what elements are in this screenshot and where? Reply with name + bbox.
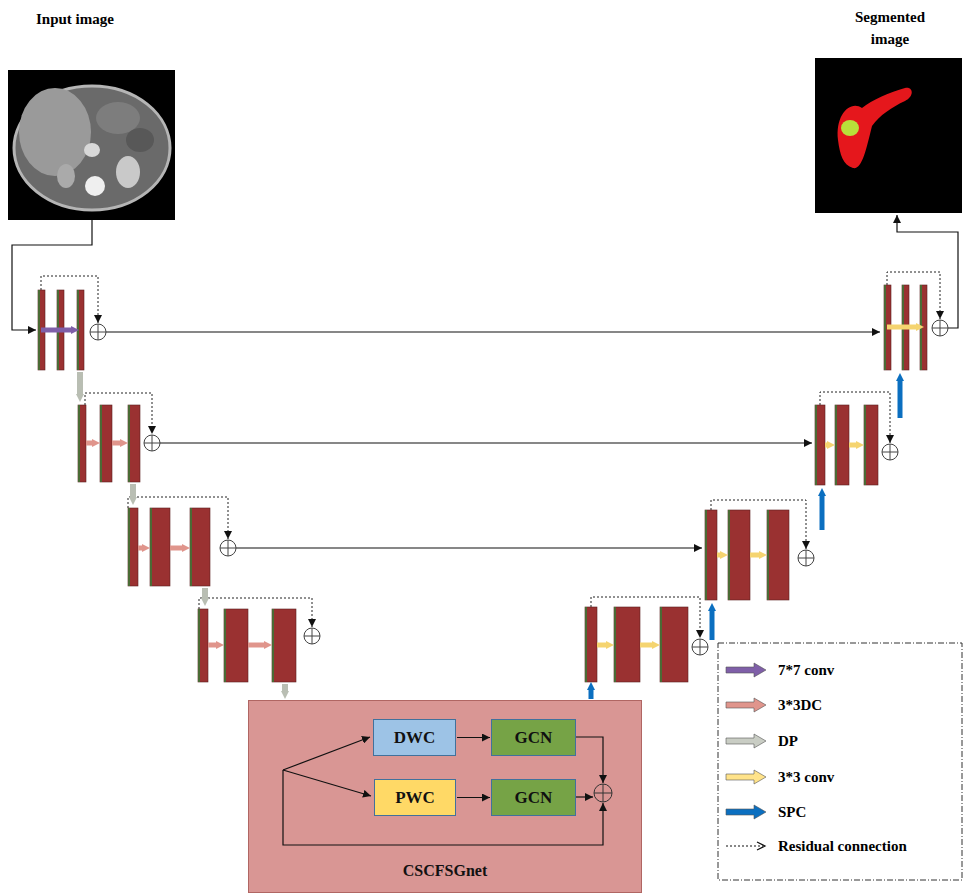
node-text: GCN (515, 788, 553, 808)
sum-symbols (90, 320, 948, 655)
segmentation-image (815, 58, 962, 213)
legend-swatch (726, 698, 766, 712)
legend-row: DP (724, 730, 798, 752)
legend-swatch (726, 805, 766, 819)
image-label: Input image (36, 8, 186, 30)
legend-sample (724, 769, 770, 785)
legend-sample (724, 733, 770, 749)
node-text: PWC (395, 788, 435, 808)
slab-edges (38, 285, 922, 682)
process-box: DWC (373, 719, 456, 756)
legend-frame (718, 643, 962, 880)
process-box: PWC (374, 779, 456, 816)
node-text: GCN (515, 728, 553, 748)
wires (12, 215, 958, 548)
legend-text: SPC (778, 804, 806, 821)
legend-line (726, 845, 763, 846)
legend-row: 3*3 conv (724, 766, 834, 788)
connector-arrow (457, 797, 490, 798)
legend-row: Residual connection (724, 835, 907, 857)
residual-connections (41, 272, 940, 638)
legend-sample (724, 662, 770, 678)
feature-maps (38, 285, 927, 682)
legend-text: 3*3 conv (778, 769, 834, 786)
node-text: CSCFSGnet (403, 862, 487, 880)
ct-image (8, 70, 175, 220)
node-text: DWC (394, 728, 436, 748)
module-wires (283, 737, 603, 845)
legend-text: 7*7 conv (778, 662, 834, 679)
sum-symbol (594, 784, 612, 802)
process-box: GCN (491, 719, 576, 756)
legend-row: 3*3DC (724, 694, 822, 716)
legend-row: SPC (724, 801, 806, 823)
legend-text: 3*3DC (778, 697, 822, 714)
image-label: Segmented image (840, 6, 940, 50)
process-box: GCN (491, 779, 576, 816)
legend-text: DP (778, 733, 798, 750)
legend-swatch (726, 770, 766, 784)
legend-arrowhead (757, 842, 765, 850)
legend-row: 7*7 conv (724, 659, 834, 681)
legend-sample (724, 838, 770, 854)
legend-swatch (726, 734, 766, 748)
legend-sample (724, 804, 770, 820)
legend-swatch (726, 663, 766, 677)
connector-arrow (457, 737, 490, 738)
legend-text: Residual connection (778, 838, 907, 855)
legend-sample (724, 697, 770, 713)
